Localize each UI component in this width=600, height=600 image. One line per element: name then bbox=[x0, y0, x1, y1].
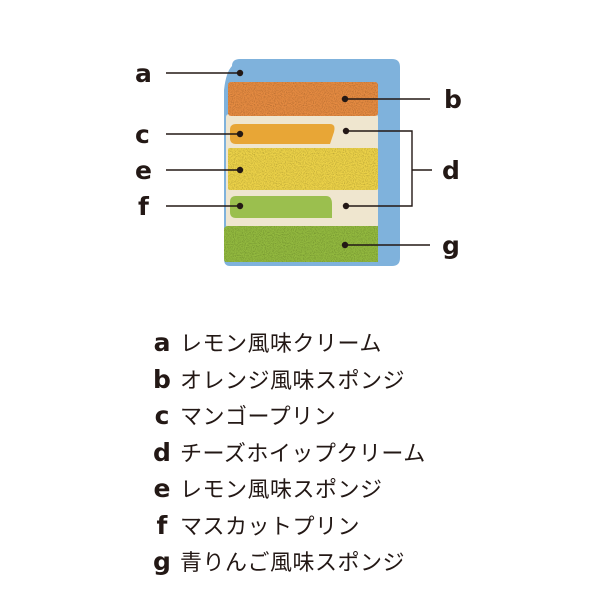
legend-item-a: a レモン風味クリーム bbox=[150, 326, 426, 363]
legend-key: f bbox=[156, 510, 168, 540]
legend-text: マスカットプリン bbox=[180, 514, 361, 540]
legend-key: c bbox=[154, 401, 170, 430]
marker-a bbox=[236, 69, 244, 77]
layer-b-orange-sponge bbox=[228, 82, 378, 116]
marker-g bbox=[341, 241, 349, 249]
legend-text: チーズホイップクリーム bbox=[180, 441, 426, 467]
callout-d: d bbox=[442, 156, 460, 185]
layer-g-apple-sponge bbox=[224, 226, 378, 262]
legend-item-g: g 青りんご風味スポンジ bbox=[150, 545, 426, 582]
legend-item-d: d チーズホイップクリーム bbox=[150, 436, 426, 473]
bracket-d bbox=[346, 130, 432, 207]
legend-text: マンゴープリン bbox=[180, 405, 337, 430]
layer-legend: a レモン風味クリーム b オレンジ風味スポンジ c マンゴープリン d チーズ… bbox=[150, 326, 426, 582]
marker-f bbox=[236, 202, 244, 210]
cake-cross-section-diagram: a b c d e f g bbox=[135, 59, 462, 266]
legend-key: a bbox=[153, 328, 171, 357]
callout-a: a bbox=[135, 59, 152, 88]
callout-b: b bbox=[444, 85, 462, 114]
leader-lines bbox=[166, 69, 432, 249]
legend-text: レモン風味スポンジ bbox=[180, 478, 383, 503]
legend-key: e bbox=[153, 474, 171, 503]
marker-b bbox=[341, 95, 349, 103]
legend-key: b bbox=[153, 364, 171, 394]
callout-c: c bbox=[135, 120, 150, 149]
layer-e-lemon-sponge bbox=[228, 148, 378, 190]
cake-slice bbox=[224, 59, 400, 266]
marker-e bbox=[236, 166, 244, 174]
marker-d-lower bbox=[342, 202, 350, 210]
legend-item-f: f マスカットプリン bbox=[150, 509, 426, 546]
legend-key: g bbox=[153, 547, 171, 576]
legend-item-b: b オレンジ風味スポンジ bbox=[150, 363, 426, 400]
legend-key: d bbox=[153, 437, 171, 467]
legend-item-c: c マンゴープリン bbox=[150, 399, 426, 436]
callout-g: g bbox=[442, 231, 460, 260]
callout-f: f bbox=[138, 192, 150, 221]
marker-c bbox=[236, 130, 244, 138]
legend-item-e: e レモン風味スポンジ bbox=[150, 472, 426, 509]
marker-d-upper bbox=[342, 127, 350, 135]
callout-letters: a b c d e f g bbox=[135, 59, 462, 260]
layer-c-mango-pudding bbox=[230, 124, 335, 144]
legend-text: オレンジ風味スポンジ bbox=[180, 368, 406, 394]
legend-text: レモン風味クリーム bbox=[180, 332, 382, 357]
callout-e: e bbox=[135, 156, 152, 185]
legend-text: 青りんご風味スポンジ bbox=[180, 551, 406, 576]
layer-f-muscat-pudding bbox=[230, 196, 332, 218]
